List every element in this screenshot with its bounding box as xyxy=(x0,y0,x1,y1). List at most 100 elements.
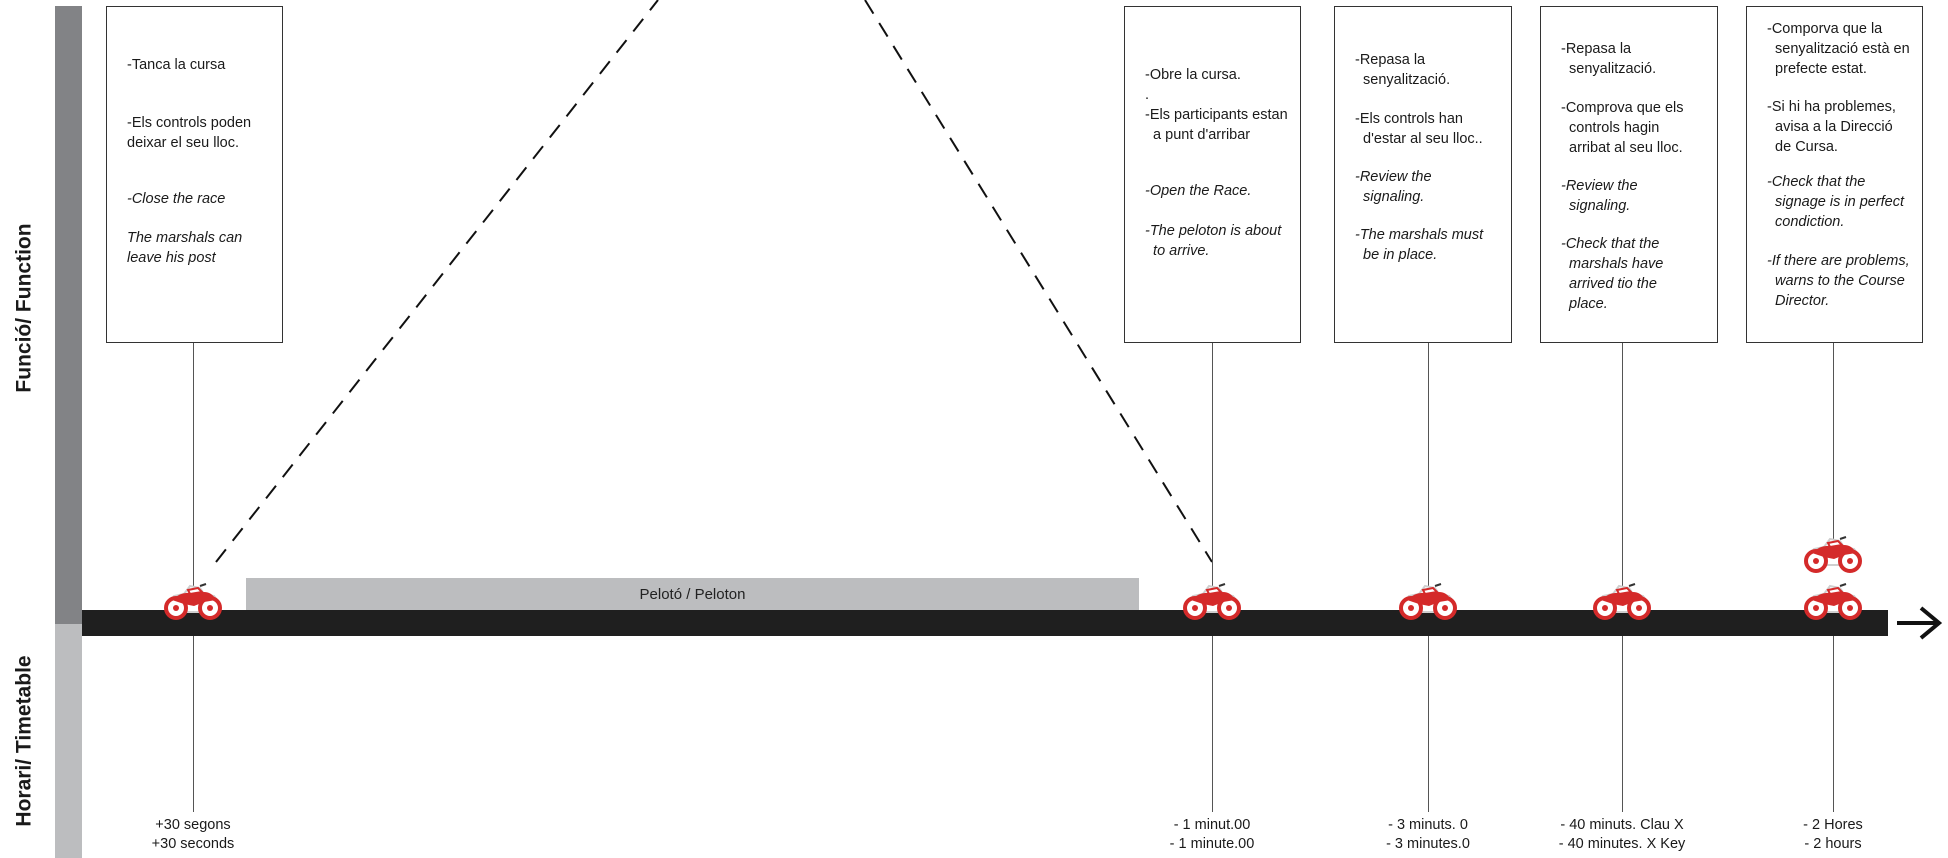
info-text-line: -If there are problems, xyxy=(1767,253,1910,269)
info-text-line: leave his post xyxy=(127,250,216,266)
motorcycle-icon xyxy=(1183,583,1241,620)
info-text-line: -Obre la cursa. xyxy=(1145,67,1241,83)
time-label-open: - 1 minut.00 - 1 minute.00 xyxy=(1112,816,1312,854)
info-text-line: -The marshals must xyxy=(1355,227,1484,243)
info-text-group: -Repasa la senyalització. xyxy=(1561,39,1656,79)
peloton-bar: Pelotó / Peloton xyxy=(246,578,1139,610)
info-text-line: -Check that the xyxy=(1561,236,1660,252)
info-text-group: -Review the signaling. xyxy=(1355,167,1432,207)
info-text-line: -Comprova que els xyxy=(1561,100,1684,116)
time-label-line: +30 segons xyxy=(155,817,231,833)
info-text-line: senyalització està en xyxy=(1767,41,1910,57)
connector-line xyxy=(193,343,194,590)
motorcycle-icon xyxy=(1804,536,1862,573)
info-text-line: Director. xyxy=(1767,293,1830,309)
info-text-group: -Tanca la cursa xyxy=(127,55,225,75)
info-box-open: -Obre la cursa..-Els participants estan … xyxy=(1124,6,1301,343)
info-text-line: marshals have xyxy=(1561,256,1664,272)
time-label-close: +30 segons +30 seconds xyxy=(93,816,293,854)
connector-line xyxy=(1212,636,1213,812)
time-label-signal: - 3 minuts. 0 - 3 minutes.0 xyxy=(1328,816,1528,854)
connector-line xyxy=(1428,343,1429,590)
info-text-line: -The peloton is about xyxy=(1145,223,1282,239)
connector-line xyxy=(1833,636,1834,812)
peloton-label: Pelotó / Peloton xyxy=(639,585,746,603)
info-text-line: avisa a la Direcció xyxy=(1767,119,1893,135)
motorcycle-icon xyxy=(164,583,222,620)
info-box-check: -Comporva que la senyalització està en p… xyxy=(1746,6,1923,343)
info-text-line: -Comporva que la xyxy=(1767,21,1883,37)
info-text-group: -Els controls han d'estar al seu lloc.. xyxy=(1355,109,1483,149)
info-text-line: -Review the xyxy=(1355,169,1432,185)
info-text-group: -Comporva que la senyalització està en p… xyxy=(1767,19,1910,79)
info-text-group: The marshals can leave his post xyxy=(127,228,242,268)
motorcycle-icon xyxy=(1399,583,1457,620)
info-text-line: . xyxy=(1145,87,1150,103)
time-label-line: - 40 minuts. Clau X xyxy=(1560,817,1684,833)
time-label-line: - 1 minute.00 xyxy=(1169,836,1255,852)
info-text-line: prefecte estat. xyxy=(1767,61,1867,77)
info-text-line: signaling. xyxy=(1561,198,1631,214)
info-text-group: -Check that the marshals have arrived ti… xyxy=(1561,234,1663,314)
info-text-line: arrived tio the xyxy=(1561,276,1657,292)
info-text-line: The marshals can xyxy=(127,230,243,246)
info-text-group: -The peloton is about to arrive. xyxy=(1145,221,1281,261)
time-label-line: - 40 minutes. X Key xyxy=(1558,836,1686,852)
time-label-line: - 3 minuts. 0 xyxy=(1388,817,1468,833)
info-text-line: warns to the Course xyxy=(1767,273,1905,289)
time-label-check: - 2 Hores - 2 hours xyxy=(1733,816,1933,854)
function-side-bar xyxy=(55,6,82,624)
time-label-line: +30 seconds xyxy=(151,836,235,852)
dashed-range-line xyxy=(864,0,1213,563)
connector-line xyxy=(1833,343,1834,543)
motorcycle-icon xyxy=(1804,583,1862,620)
info-text-line: place. xyxy=(1561,296,1608,312)
dashed-range-line xyxy=(215,0,659,563)
info-text-line: senyalització. xyxy=(1561,61,1657,77)
info-text-line: -Tanca la cursa xyxy=(127,57,226,73)
info-text-line: -Els participants estan xyxy=(1145,107,1288,123)
info-text-line: -Open the Race. xyxy=(1145,183,1252,199)
info-text-group: -Els participants estan a punt d'arribar xyxy=(1145,105,1288,145)
motorcycle-icon xyxy=(1593,583,1651,620)
info-text-group: -Els controls poden deixar el seu lloc. xyxy=(127,113,251,153)
info-text-line: de Cursa. xyxy=(1767,139,1838,155)
info-text-line: to arrive. xyxy=(1145,243,1210,259)
info-box-signal: -Repasa la senyalització. -Els controls h… xyxy=(1334,6,1512,343)
info-text-line: condiction. xyxy=(1767,214,1845,230)
time-label-line: - 2 Hores xyxy=(1803,817,1863,833)
time-label-line: - 3 minutes.0 xyxy=(1386,836,1470,852)
info-text-group: -Comprova que els controls hagin arribat… xyxy=(1561,98,1684,158)
info-text-group: -Open the Race. xyxy=(1145,181,1251,201)
info-text-line: d'estar al seu lloc.. xyxy=(1355,131,1483,147)
info-text-line: -Repasa la xyxy=(1355,52,1426,68)
info-text-group: -Repasa la senyalització. xyxy=(1355,50,1450,90)
connector-line xyxy=(193,636,194,812)
info-text-line: deixar el seu lloc. xyxy=(127,135,240,151)
info-text-group: -Si hi ha problemes, avisa a la Direcció… xyxy=(1767,97,1896,157)
timeline-bar xyxy=(82,610,1888,636)
info-text-line: -Check that the xyxy=(1767,174,1866,190)
info-text-line: -Review the xyxy=(1561,178,1638,194)
time-label-line: - 2 hours xyxy=(1804,836,1862,852)
info-box-close: -Tanca la cursa -Els controls poden deixar… xyxy=(106,6,283,343)
info-text-group: -Obre la cursa.. xyxy=(1145,65,1241,105)
info-text-line: -Els controls poden xyxy=(127,115,252,131)
info-text-line: a punt d'arribar xyxy=(1145,127,1251,143)
info-text-group: -If there are problems, warns to the Cou… xyxy=(1767,251,1910,311)
time-label-line: - 1 minut.00 xyxy=(1173,817,1251,833)
info-text-line: be in place. xyxy=(1355,247,1438,263)
info-text-line: -Repasa la xyxy=(1561,41,1632,57)
info-text-group: -Close the race xyxy=(127,189,225,209)
info-text-line: signaling. xyxy=(1355,189,1425,205)
connector-line xyxy=(1622,343,1623,590)
connector-line xyxy=(1212,343,1213,590)
info-text-group: -Check that the signage is in perfect co… xyxy=(1767,172,1904,232)
info-text-line: -Els controls han xyxy=(1355,111,1463,127)
connector-line xyxy=(1622,636,1623,812)
connector-line xyxy=(1428,636,1429,812)
info-text-group: -The marshals must be in place. xyxy=(1355,225,1483,265)
right-arrow-icon xyxy=(1897,606,1943,640)
info-text-line: senyalització. xyxy=(1355,72,1451,88)
info-text-line: -Close the race xyxy=(127,191,226,207)
